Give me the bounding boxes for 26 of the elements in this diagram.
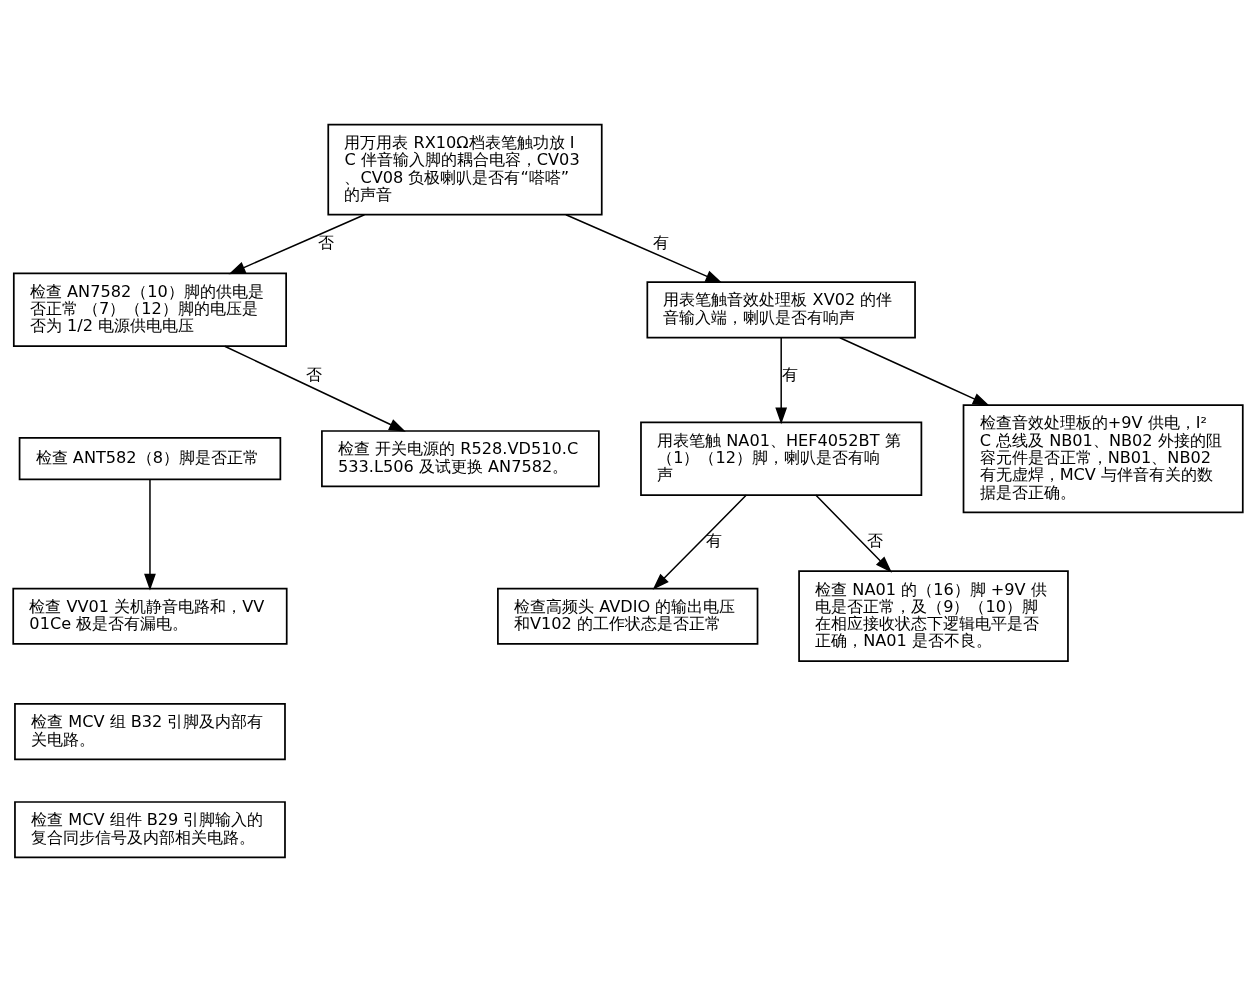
node-box: 检查高频头 AVDIO 的输出电压和V102 的工作状态是否正常 [497,587,759,645]
arrow [228,214,366,275]
arrow [144,478,156,591]
node-box: 检查 MCV 组 B32 引脚及内部有关电路。 [14,703,286,761]
edge-label: 有 [705,531,722,551]
node-box: 检查 VV01 关机静音电路和，VV01Ce 极是否有漏电。 [12,587,288,645]
node-box: 用万用表 RX10Ω档表笔触功放 IC 伴音输入脚的耦合电容，CV03、CV08 负极喇叭是否有“嗒嗒”的声音 [327,123,603,216]
arrow [565,214,723,283]
edge-label: 否 [867,531,884,551]
edge-label: 否 [306,364,323,384]
node-box: 检查 AN7582（10）脚的供电是否正常 （7）（12）脚的电压是否为 1/2 电源供电电压 [12,272,287,348]
node-box: 检查 ANT582（8）脚是否正常 [18,437,282,481]
arrow [652,494,748,590]
arrow [223,345,406,432]
edge-label: 否 [317,233,334,253]
node-box: 检查 MCV 组件 B29 引脚输入的复合同步信号及内部相关电路。 [14,801,286,859]
node-box: 用表笔触音效处理板 XV02 的伴音输入端，喇叭是否有响声 [646,281,916,339]
arrow [815,494,892,573]
edge-label: 有 [652,233,669,253]
edge-label: 有 [781,364,798,384]
node-box: 检查 NA01 的（16）脚 +9V 供电是否正常，及（9）（10）脚在相应接收状态下逻辑电平是否正确，NA01 是否不良。 [798,570,1069,663]
node-box: 检查音效处理板的+9V 供电，I²C 总线及 NB01、NB02 外接的阻容元件是否正常，NB01、NB02 有无虚焊，MCV 与伴音有关的数据是否正确。 [962,404,1244,514]
arrow [775,337,788,425]
node-box: 用表笔触 NA01、HEF4052BT 第（1）（12）脚，喇叭是否有响声 [640,421,923,496]
arrow [839,336,990,406]
node-box: 检查 开关电源的 R528.VD510.C533.L506 及试更换 AN7582。 [321,430,600,488]
